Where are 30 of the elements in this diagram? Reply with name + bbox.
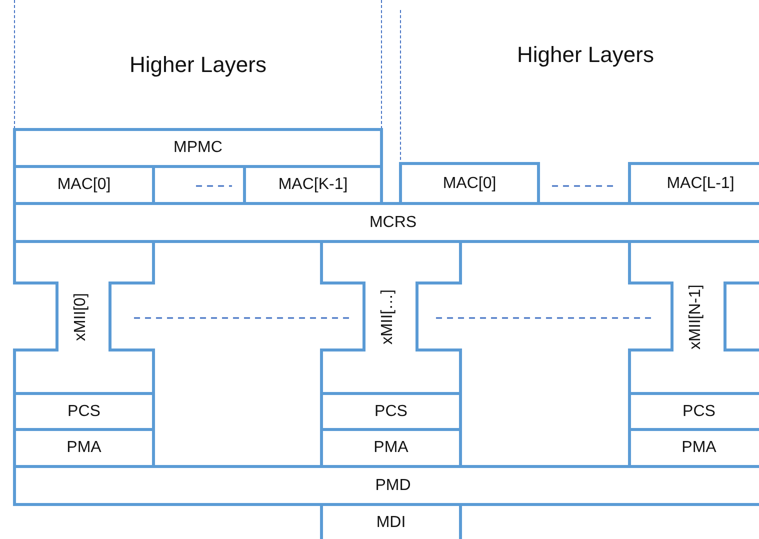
- layer-label: PCS: [374, 402, 408, 420]
- layer-label: PMA: [682, 439, 716, 457]
- layer-box: [13, 428, 155, 468]
- layer-label: PMA: [374, 439, 408, 457]
- layer-box: [243, 165, 383, 205]
- interface-label: xMII[…]: [378, 288, 396, 344]
- layer-label: MAC[0]: [442, 174, 496, 192]
- layer-box: [13, 465, 759, 506]
- layer-label: PMA: [66, 439, 102, 457]
- layer-label: MAC[K-1]: [278, 176, 348, 194]
- layer-label: MAC[L-1]: [666, 174, 734, 192]
- interface-label: xMII[N-1]: [686, 284, 704, 349]
- layer-box: [13, 392, 155, 431]
- layer-box: [320, 392, 462, 431]
- layer-box: [320, 503, 462, 539]
- layer-label: PCS: [682, 402, 716, 420]
- layer-label: MDI: [376, 514, 406, 532]
- layer-box: [13, 128, 383, 168]
- layer-box: [628, 162, 759, 205]
- layer-label: PCS: [68, 402, 100, 420]
- layer-heading: Higher Layers: [130, 52, 266, 78]
- layer-label: MCRS: [369, 214, 417, 232]
- layer-box: [399, 162, 540, 205]
- layer-label: PMD: [375, 476, 411, 494]
- layer-label: MAC[0]: [57, 176, 111, 194]
- layer-box: [13, 165, 155, 205]
- layer-box: [320, 428, 462, 468]
- interface-label: xMII[0]: [72, 292, 90, 340]
- layer-label: MPMC: [174, 139, 222, 157]
- layer-heading: Higher Layers: [517, 42, 654, 68]
